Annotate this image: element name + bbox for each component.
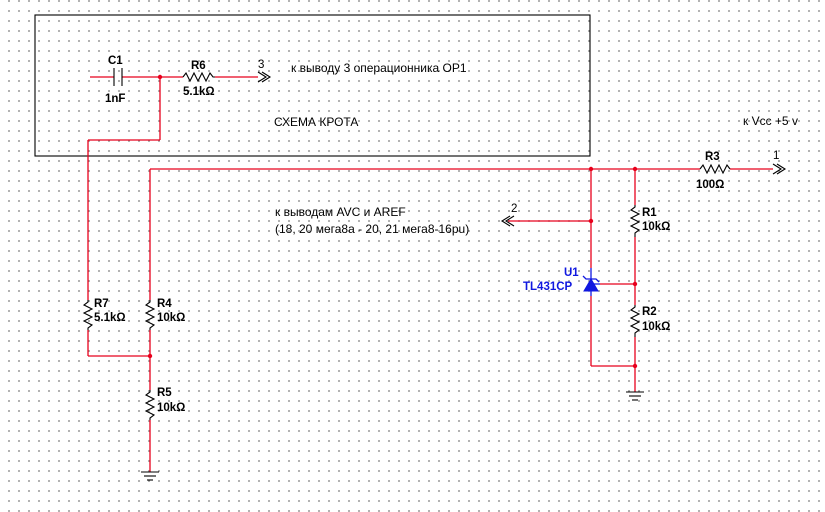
resistor-r6[interactable] <box>182 71 215 83</box>
r1-value: 10kΩ <box>642 221 670 233</box>
ground-icon <box>626 391 644 401</box>
resistor-r3[interactable] <box>699 163 731 175</box>
ground-icon <box>141 471 159 481</box>
u1-value: TL431CP <box>523 281 573 293</box>
shunt-regulator-u1-icon[interactable] <box>582 268 600 296</box>
junction-c1-r6 <box>157 74 163 80</box>
port-2-arrow-icon[interactable] <box>500 215 515 227</box>
c1-ref: C1 <box>108 55 123 67</box>
port-3-label: 3 <box>258 59 264 71</box>
op1-output-note: к выводу 3 операционника OP1 <box>291 61 467 75</box>
r6-ref: R6 <box>191 60 206 72</box>
junctions <box>147 166 638 369</box>
port-2-label: 2 <box>511 203 517 215</box>
r7-ref: R7 <box>94 298 109 310</box>
vcc-note: к Vcc +5 v <box>743 114 798 128</box>
port-1-label: 1 <box>773 150 779 162</box>
avc-note-line1: к выводам AVC и AREF <box>275 205 406 219</box>
r7-value: 5.1kΩ <box>94 312 126 324</box>
r1-ref: R1 <box>642 207 657 219</box>
capacitor-c1[interactable] <box>113 68 123 86</box>
r3-value: 100Ω <box>696 179 724 191</box>
r4-ref: R4 <box>157 298 172 310</box>
u1-ref: U1 <box>564 267 579 279</box>
subcircuit-box <box>34 14 591 157</box>
r6-value: 5.1kΩ <box>183 86 215 98</box>
resistor-r5[interactable] <box>144 390 156 420</box>
port-3-arrow-icon[interactable] <box>257 71 272 83</box>
resistor-r1[interactable] <box>629 205 641 237</box>
port-1-arrow-icon[interactable] <box>772 163 787 175</box>
wires-main <box>87 140 773 472</box>
r2-value: 10kΩ <box>642 321 670 333</box>
avc-note-line2: (18, 20 мега8а - 20, 21 мега8-16pu) <box>275 222 469 236</box>
r4-value: 10kΩ <box>157 312 185 324</box>
c1-value: 1nF <box>105 93 125 105</box>
resistor-r7[interactable] <box>82 300 94 330</box>
wires-subcircuit <box>88 76 258 141</box>
resistor-r2[interactable] <box>629 305 641 337</box>
resistor-r4[interactable] <box>144 300 156 330</box>
r3-ref: R3 <box>705 151 720 163</box>
subcircuit-caption: СХЕМА КРОТА <box>274 115 358 129</box>
r5-value: 10kΩ <box>157 402 185 414</box>
r5-ref: R5 <box>157 387 172 399</box>
r2-ref: R2 <box>642 306 657 318</box>
